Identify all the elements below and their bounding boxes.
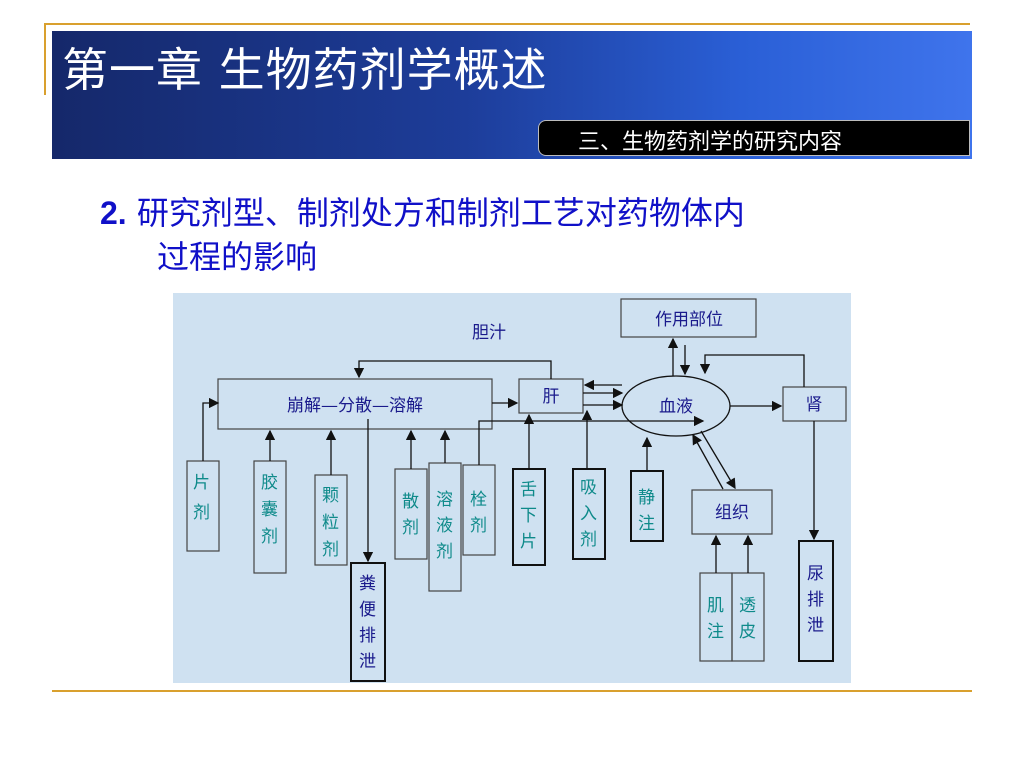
tissue-label: 组织 [715, 503, 749, 523]
blood-label: 血液 [659, 397, 693, 417]
heading-line2: 过程的影响 [157, 238, 318, 276]
fecal-excretion-box [350, 562, 386, 682]
heading-number: 2. [100, 195, 127, 231]
fecal-excretion-label: 粪便排泄 [359, 574, 376, 672]
drug-disposition-diagram: 崩解—分散—溶解 肝 血液 作用部位 肾 胆汁 组织 片剂 胶囊剂 颗粒剂 粪便… [173, 293, 851, 683]
im-injection-box [699, 572, 733, 662]
suppository-label: 栓剂 [470, 490, 487, 536]
site-of-action-label: 作用部位 [655, 310, 723, 330]
solution-label: 溶液剂 [436, 490, 453, 562]
tablet-label: 片剂 [193, 473, 210, 523]
tissue-box [691, 489, 773, 535]
im-injection-label: 肌注 [707, 596, 724, 642]
powder-label: 散剂 [402, 492, 419, 538]
side-rule [44, 23, 46, 95]
suppository-box [462, 464, 496, 556]
bottom-rule [52, 690, 972, 692]
iv-injection-label: 静注 [638, 488, 655, 534]
heading-line1: 研究剂型、制剂处方和制剂工艺对药物体内 [136, 194, 745, 232]
subtitle-pill [538, 120, 970, 156]
urine-excretion-box [798, 540, 834, 662]
capsule-label: 胶囊剂 [261, 473, 278, 547]
inhalation-box [572, 468, 606, 560]
section-heading: 2. 研究剂型、制剂处方和制剂工艺对药物体内 过程的影响 [100, 191, 745, 279]
liver-label: 肝 [543, 387, 560, 407]
sublingual-tablet-label: 舌下片 [520, 480, 537, 552]
granule-label: 颗粒剂 [322, 486, 339, 560]
slide-title: 第一章 生物药剂学概述 [62, 43, 548, 97]
bile-label: 胆汁 [472, 323, 506, 343]
top-rule [44, 23, 970, 25]
slide-subtitle: 三、生物药剂学的研究内容 [578, 130, 843, 155]
transdermal-box [731, 572, 765, 662]
kidney-label: 肾 [806, 395, 823, 415]
powder-box [394, 468, 428, 560]
disintegration-label: 崩解—分散—溶解 [287, 396, 423, 416]
urine-excretion-label: 尿排泄 [807, 564, 824, 636]
inhalation-label: 吸入剂 [580, 478, 597, 550]
transdermal-label: 透皮 [739, 596, 756, 642]
site-of-action-box [620, 298, 757, 338]
